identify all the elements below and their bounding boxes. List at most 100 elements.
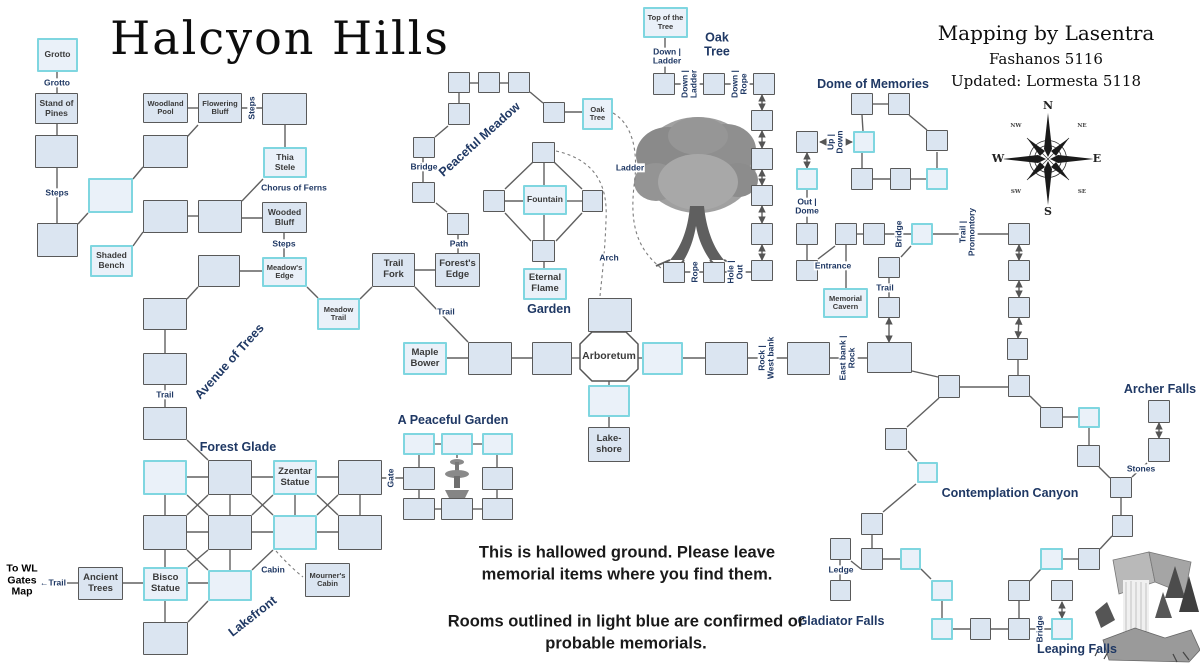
- label-stones: Stones: [1125, 463, 1157, 474]
- room-woodland-pool: Woodland Pool: [143, 93, 188, 123]
- memorial-room: [911, 223, 933, 245]
- room: [1040, 407, 1063, 428]
- room: [143, 515, 187, 550]
- room: [1008, 580, 1030, 601]
- label-hole-out: Hole | Out: [725, 259, 746, 285]
- label-se: SE: [1077, 188, 1087, 195]
- room-oak-tree: Oak Tree: [582, 98, 613, 130]
- room: [1008, 260, 1030, 281]
- room: [483, 190, 505, 212]
- room: [532, 342, 572, 375]
- label-garden: Garden: [527, 302, 571, 317]
- room: [143, 298, 187, 330]
- label-up-down: Up | Down: [825, 129, 846, 155]
- label-entrance: Entrance: [813, 260, 853, 271]
- room: [851, 93, 873, 115]
- room-bisco-statue: Bisco Statue: [143, 567, 188, 601]
- room: [447, 213, 469, 235]
- connection-line: [861, 114, 864, 132]
- room: [878, 257, 900, 278]
- room: [861, 513, 883, 535]
- connection-line: [132, 231, 144, 247]
- memorial-legend-note: Rooms outlined in light blue are confirm…: [447, 612, 805, 653]
- memorial-room: [917, 462, 938, 483]
- room: [448, 103, 470, 125]
- connection-line: [920, 568, 932, 580]
- memorial-room: [931, 580, 953, 601]
- room: [448, 72, 470, 93]
- room: [588, 298, 632, 332]
- connection-line: [251, 549, 274, 571]
- room: [751, 185, 773, 206]
- room: [208, 515, 252, 550]
- label-sw: SW: [1010, 188, 1022, 195]
- room: [338, 460, 382, 495]
- room-memorial-cavern: Memorial Cavern: [823, 288, 868, 318]
- label-ladder: Ladder: [614, 162, 646, 173]
- connection-line: [1029, 568, 1042, 582]
- room: [1008, 618, 1030, 640]
- memorial-room: [1078, 407, 1100, 428]
- room: [1110, 477, 1132, 498]
- memorial-room: [931, 618, 953, 640]
- label-n: N: [1042, 98, 1054, 113]
- room: [403, 498, 435, 520]
- connection-line: [306, 286, 319, 299]
- memorial-room: [143, 460, 187, 495]
- room: [412, 182, 435, 203]
- memorial-room: [1051, 618, 1073, 640]
- connection-line: [882, 483, 917, 513]
- room: [582, 190, 603, 212]
- label-gladiator-falls: Gladiator Falls: [797, 614, 885, 629]
- memorial-room: [403, 433, 435, 455]
- room: [543, 102, 565, 123]
- connection-line: [316, 494, 339, 516]
- memorial-room: [796, 168, 818, 190]
- room: [35, 135, 78, 168]
- label-trail: Trail: [875, 282, 895, 293]
- memorial-room: [588, 385, 630, 417]
- label-a-peaceful-garden: A Peaceful Garden: [397, 413, 509, 428]
- memorial-room: [441, 433, 473, 455]
- room: [143, 622, 188, 655]
- memorial-room: [853, 131, 875, 153]
- memorial-room: [273, 515, 317, 550]
- label-nw: NW: [1010, 122, 1022, 129]
- room: [863, 223, 885, 245]
- room: [1078, 548, 1100, 570]
- label-trail: Trail: [436, 306, 456, 317]
- room: [1112, 515, 1133, 537]
- room: [830, 580, 851, 601]
- connection-line: [186, 286, 199, 300]
- label-path: Path: [448, 238, 470, 249]
- label-bridge: Bridge: [893, 219, 904, 249]
- memorial-room: [1040, 548, 1063, 570]
- room: [198, 200, 242, 233]
- memorial-room: [900, 548, 921, 570]
- room: [1008, 375, 1030, 397]
- label-leaping-falls: Leaping Falls: [1037, 642, 1117, 657]
- label-down-ladder: Down | Ladder: [679, 68, 700, 100]
- credit-date: Fashanos 5116: [989, 50, 1103, 68]
- room: [413, 137, 435, 158]
- room: [468, 342, 512, 375]
- connection-line: [906, 397, 940, 428]
- label-trail: ←Trail: [39, 577, 67, 588]
- room-meadow-trail: Meadow Trail: [317, 298, 360, 330]
- room: [1148, 438, 1170, 462]
- oak-tree-illustration: [634, 117, 758, 269]
- room: [143, 135, 188, 168]
- connection-line: [911, 370, 939, 378]
- room: [753, 73, 775, 95]
- room: [878, 297, 900, 318]
- room: [262, 93, 307, 125]
- room: [888, 93, 910, 115]
- room-octagon-outline: [579, 331, 639, 382]
- connection-line: [186, 439, 209, 461]
- connection-line: [241, 178, 264, 202]
- page-title: Halcyon Hills: [110, 11, 450, 65]
- connection-line: [77, 212, 89, 225]
- connection-line: [275, 550, 304, 578]
- connection-line: [907, 450, 918, 462]
